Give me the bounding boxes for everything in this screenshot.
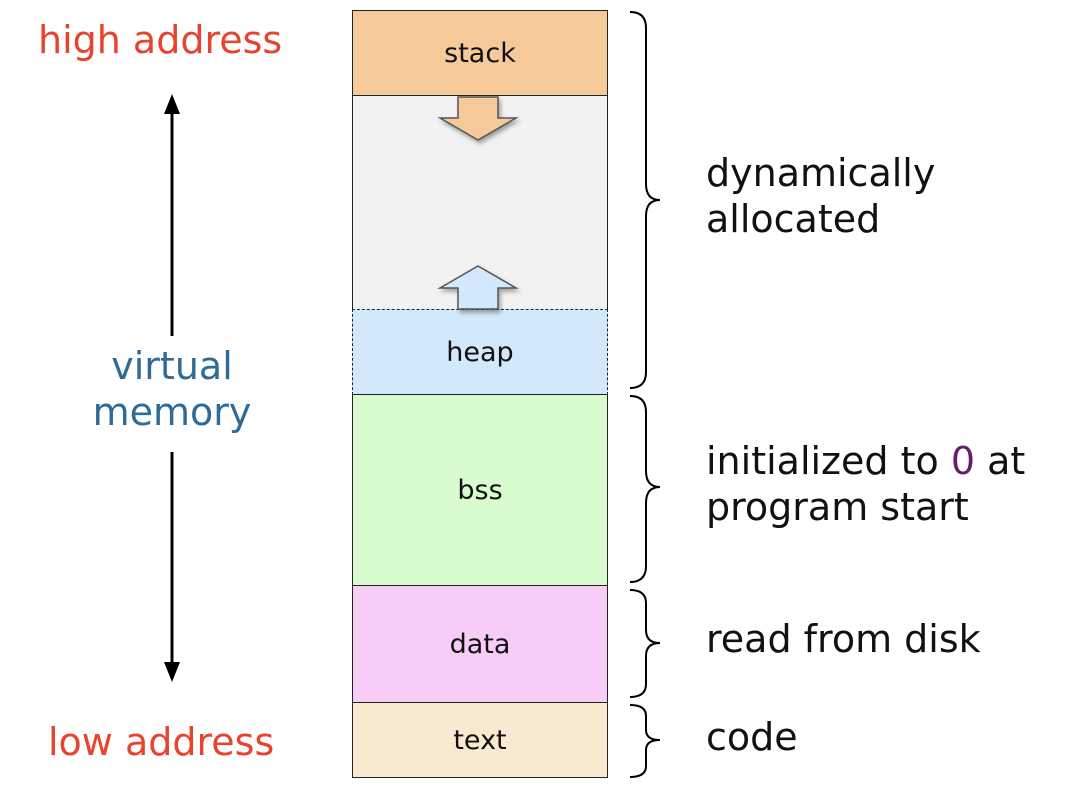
bss-segment-label: bss xyxy=(457,474,503,506)
bss-description-suffix: at xyxy=(975,439,1026,483)
brace-text xyxy=(629,704,661,778)
data-segment-label: data xyxy=(449,628,511,660)
virtual-memory-line2: memory xyxy=(92,390,252,434)
low-address-label: low address xyxy=(48,720,275,764)
text-segment: text xyxy=(352,702,608,778)
heap-segment-label: heap xyxy=(446,336,514,368)
stack-segment: stack xyxy=(352,10,608,96)
bss-description: initialized to 0 at program start xyxy=(706,438,1025,530)
heap-grow-up-arrow xyxy=(437,265,519,310)
brace-data xyxy=(629,589,661,698)
brace-bss xyxy=(629,395,661,583)
bss-segment: bss xyxy=(352,394,608,586)
heap-segment: heap xyxy=(352,309,608,395)
stack-grow-down-arrow xyxy=(437,96,519,141)
dynamic-description-line1: dynamically xyxy=(706,151,936,195)
data-segment: data xyxy=(352,585,608,703)
dynamic-description-line2: allocated xyxy=(706,197,881,241)
high-address-label: high address xyxy=(38,18,283,62)
bss-description-zero: 0 xyxy=(950,439,975,483)
data-description: read from disk xyxy=(706,617,981,661)
vertical-range-arrow xyxy=(164,94,180,682)
bss-description-line2: program start xyxy=(706,485,969,529)
bss-description-line1: initialized to 0 at xyxy=(706,438,1025,484)
brace-dynamic xyxy=(629,11,661,389)
text-segment-label: text xyxy=(453,724,507,756)
virtual-memory-line1: virtual xyxy=(111,344,233,388)
bss-description-prefix: initialized to xyxy=(706,439,951,483)
virtual-memory-label: virtual memory xyxy=(86,343,258,435)
text-description: code xyxy=(706,715,798,759)
stack-segment-label: stack xyxy=(444,37,516,69)
dynamic-description: dynamically allocated xyxy=(706,150,935,242)
